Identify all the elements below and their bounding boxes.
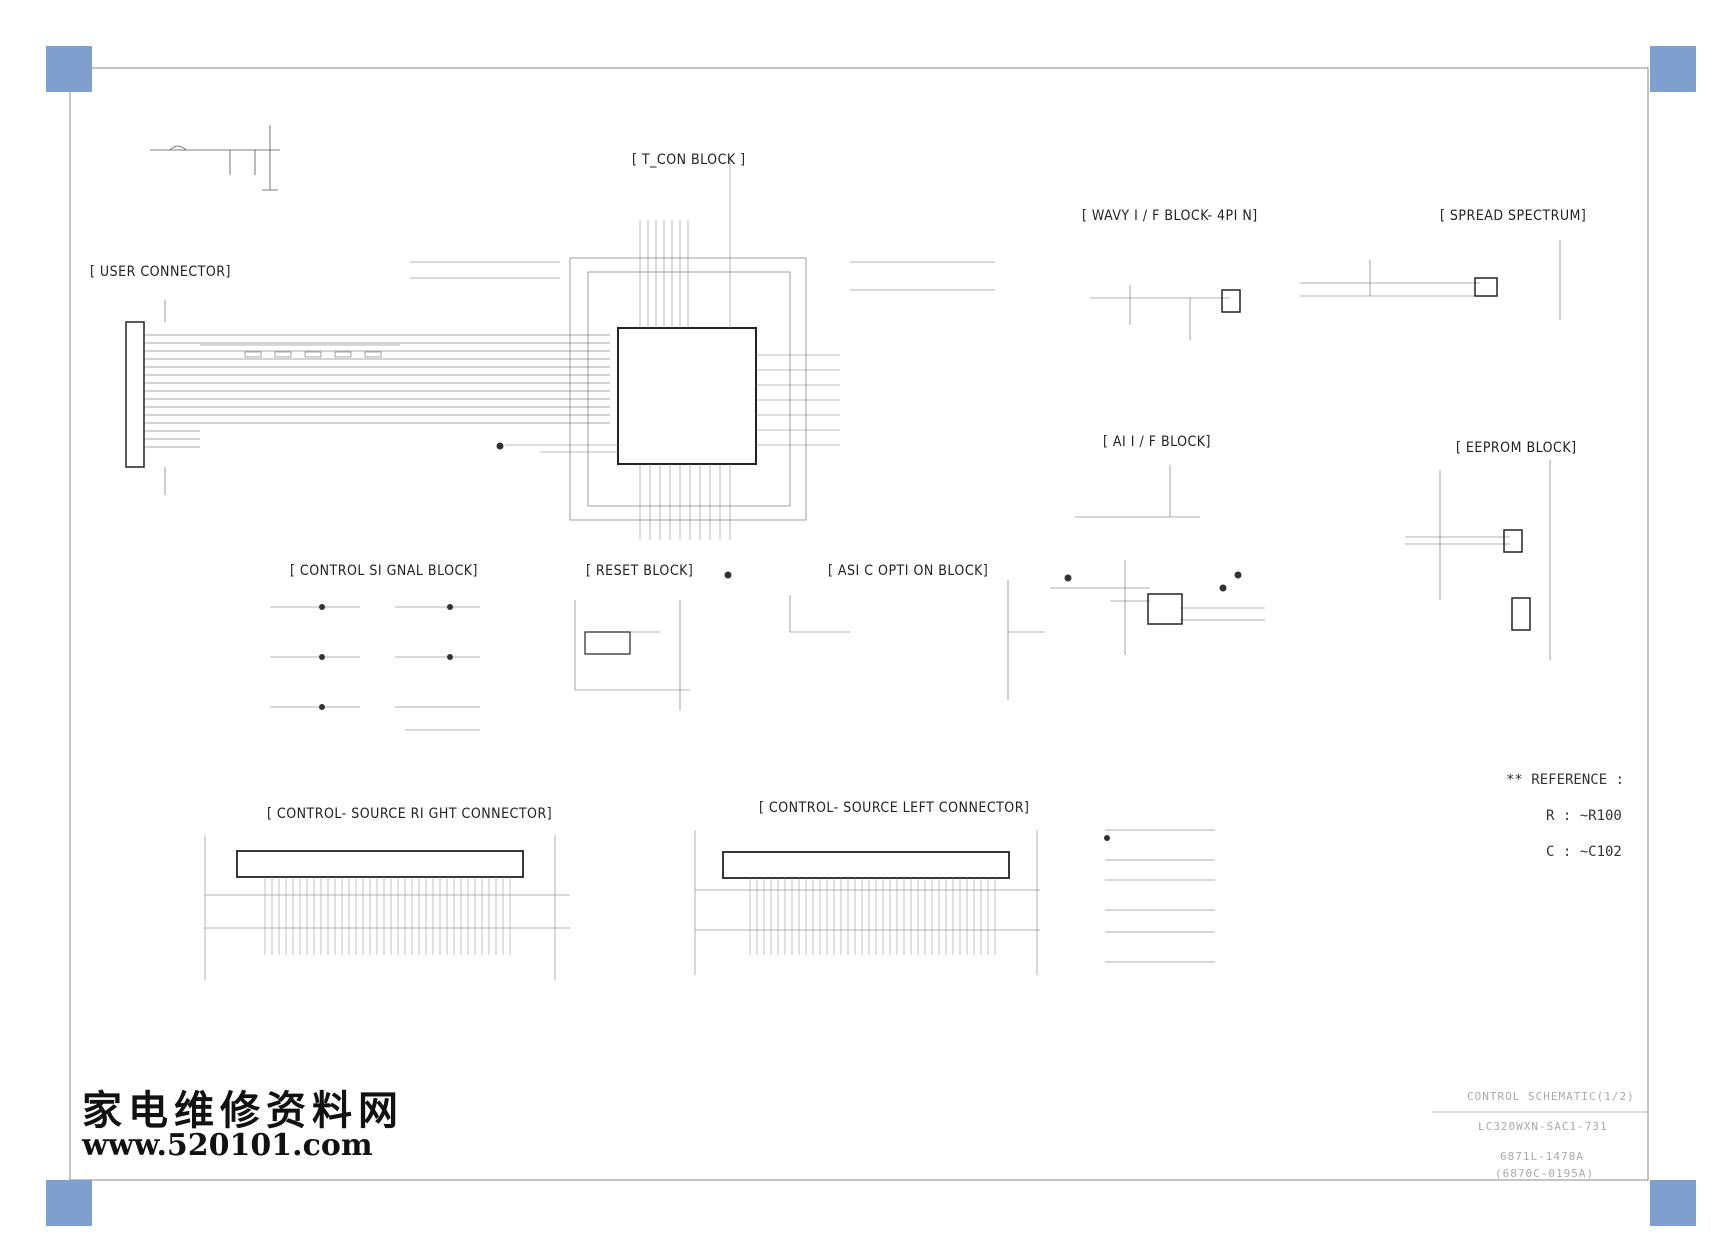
title-eeprom-block: [ EEPROM BLOCK] bbox=[1456, 440, 1577, 456]
reference-line-2: R : ~R100 bbox=[1546, 808, 1622, 824]
title-block-part-no: 6871L-1478A bbox=[1500, 1150, 1584, 1163]
title-block-model: LC320WXN-SAC1-731 bbox=[1478, 1120, 1608, 1133]
corner-mark-top-right bbox=[1650, 46, 1696, 92]
corner-mark-bottom-left bbox=[46, 1180, 92, 1226]
title-block-title: CONTROL SCHEMATIC(1/2) bbox=[1467, 1090, 1635, 1103]
title-block-sub-no: (6870C-0195A) bbox=[1495, 1167, 1595, 1180]
watermark-url: www.520101.com bbox=[82, 1128, 373, 1163]
title-right-connector: [ CONTROL- SOURCE RI GHT CONNECTOR] bbox=[267, 806, 553, 822]
title-spread-spectrum: [ SPREAD SPECTRUM] bbox=[1440, 208, 1587, 224]
reference-line-1: ** REFERENCE : bbox=[1506, 772, 1625, 788]
title-control-signal-block: [ CONTROL SI GNAL BLOCK] bbox=[290, 563, 478, 579]
title-wavy-if-block: [ WAVY I / F BLOCK- 4PI N] bbox=[1082, 208, 1258, 224]
title-reset-block: [ RESET BLOCK] bbox=[586, 563, 694, 579]
reference-note: ** REFERENCE : R : ~R100 C : ~C102 bbox=[1506, 750, 1624, 882]
title-user-connector: [ USER CONNECTOR] bbox=[90, 264, 231, 280]
title-ai-if-block: [ AI I / F BLOCK] bbox=[1103, 434, 1211, 450]
title-t-con-block: [ T_CON BLOCK ] bbox=[632, 152, 746, 168]
corner-mark-bottom-right bbox=[1650, 1180, 1696, 1226]
title-asic-option-block: [ ASI C OPTI ON BLOCK] bbox=[828, 563, 989, 579]
title-left-connector: [ CONTROL- SOURCE LEFT CONNECTOR] bbox=[759, 800, 1030, 816]
corner-mark-top-left bbox=[46, 46, 92, 92]
reference-line-3: C : ~C102 bbox=[1546, 844, 1622, 860]
watermark-chinese: 家电维修资料网 bbox=[82, 1087, 404, 1134]
